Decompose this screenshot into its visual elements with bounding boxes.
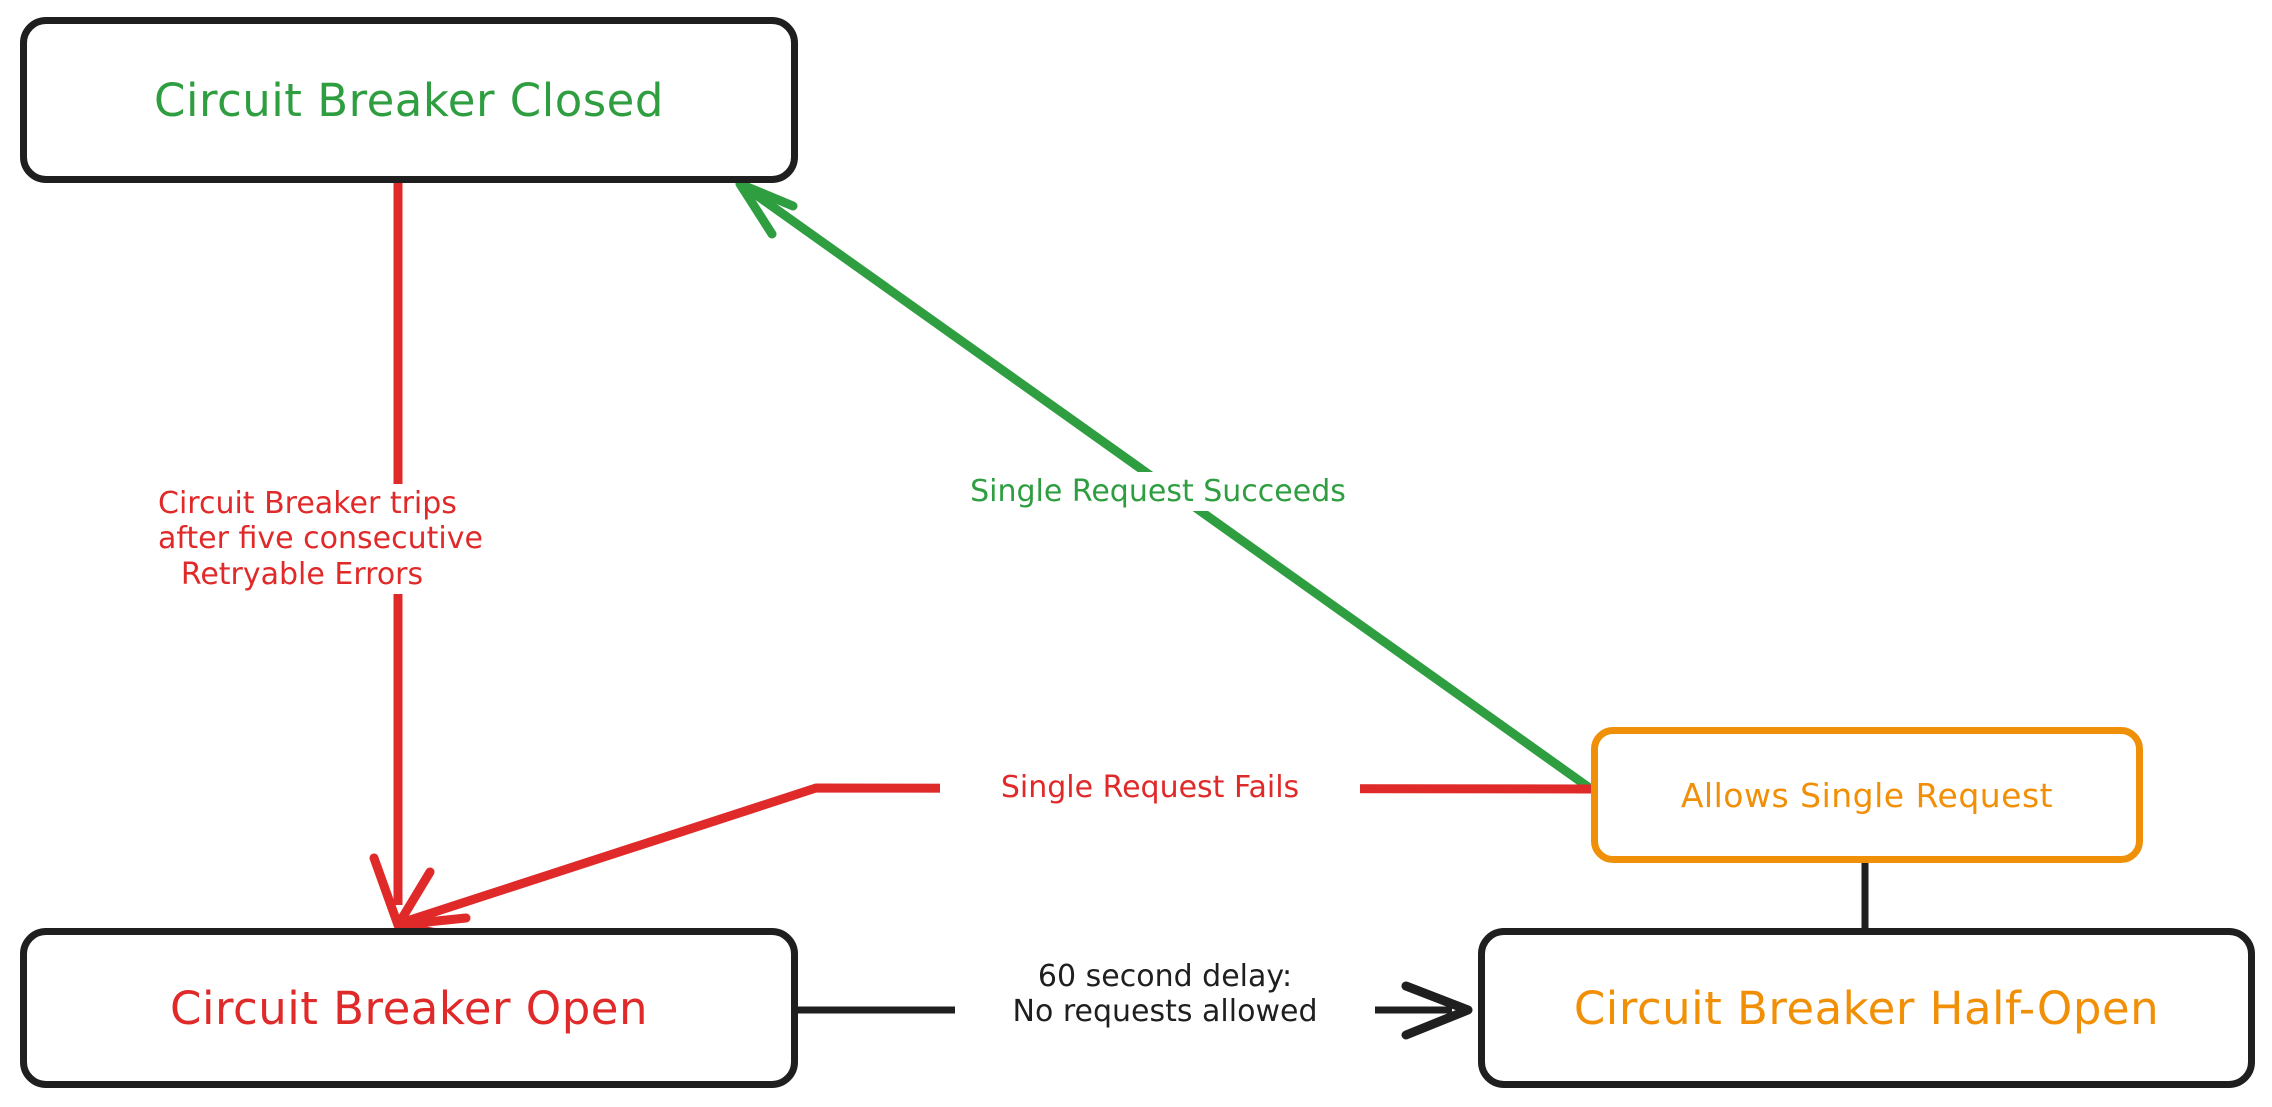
node-circuit-breaker-half-open[interactable]: Circuit Breaker Half-Open (1478, 928, 2255, 1088)
node-circuit-breaker-open[interactable]: Circuit Breaker Open (20, 928, 798, 1088)
node-allows-single-request[interactable]: Allows Single Request (1591, 727, 2143, 863)
edge-allows-to-open (393, 783, 1596, 930)
node-circuit-breaker-closed[interactable]: Circuit Breaker Closed (20, 17, 798, 183)
edge-label-60-second-delay: 60 second delay: No requests allowed (955, 957, 1375, 1032)
edge-label-single-request-fails: Single Request Fails (940, 768, 1360, 808)
edge-label-circuit-breaker-trips: Circuit Breaker trips after five consecu… (152, 484, 483, 595)
node-label-allows-single-request: Allows Single Request (1680, 775, 2054, 815)
node-label-circuit-breaker-open: Circuit Breaker Open (170, 981, 648, 1035)
node-label-circuit-breaker-closed: Circuit Breaker Closed (154, 73, 664, 127)
node-label-circuit-breaker-half-open: Circuit Breaker Half-Open (1573, 981, 2160, 1035)
edge-label-single-request-succeeds: Single Request Succeeds (908, 472, 1408, 512)
